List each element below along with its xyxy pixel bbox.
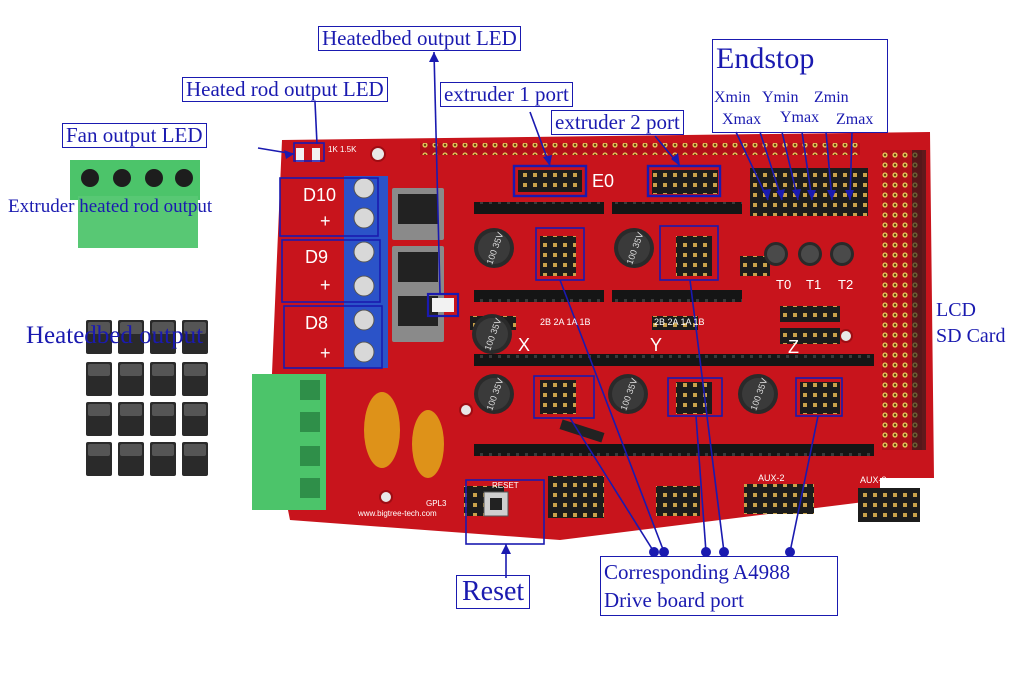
silk-motor-pins-x: 2B 2A 1A 1B — [540, 317, 591, 327]
jumper-cap-top — [120, 364, 142, 376]
driver-sockets — [474, 202, 874, 456]
silk-d8: D8 — [305, 313, 329, 333]
jumper-cap-top — [120, 322, 142, 334]
silk-axis-z: Z — [788, 337, 799, 357]
silk-d10-plus: + — [320, 211, 331, 231]
jumper-cap-top — [184, 404, 206, 416]
reset-label: Reset — [456, 575, 531, 609]
loose-jumpers — [86, 320, 208, 476]
loose-green-terminal — [70, 160, 200, 248]
sd-card-label: SD Card — [936, 325, 1006, 347]
silk-aux2: AUX-2 — [758, 473, 785, 483]
jumper-cap-top — [88, 444, 110, 456]
endstop-box — [712, 39, 888, 133]
jumper-cap-top — [152, 444, 174, 456]
extruder2-header — [652, 170, 718, 194]
heated-rod-led-label: Heated rod output LED — [182, 77, 388, 102]
jumper-cap-top — [88, 322, 110, 334]
silk-d9-plus: + — [320, 275, 331, 295]
a4988-box — [600, 556, 838, 616]
status-leds — [296, 148, 454, 312]
endstop-xmax: Xmax — [722, 111, 762, 128]
endstop-ymax: Ymax — [780, 109, 820, 126]
leader-arrowheads — [284, 52, 854, 557]
silk-e0: E0 — [592, 171, 615, 191]
jumper-cap-top — [184, 322, 206, 334]
leader-lines — [257, 51, 853, 578]
silk-d8-plus: + — [320, 343, 331, 363]
fan-led-label: Fan output LED — [62, 123, 207, 148]
silk-gpl: GPL3 — [426, 499, 447, 508]
endstop-zmax: Zmax — [836, 111, 874, 128]
silk-d10: D10 — [303, 185, 337, 205]
green-power-terminal — [252, 374, 326, 510]
endstop-xmin: Xmin — [714, 89, 751, 106]
annotation-boxes — [279, 142, 843, 545]
extruder1-header — [518, 170, 582, 192]
extruder2-port-label: extruder 2 port — [551, 110, 684, 135]
jumper-cap-top — [152, 364, 174, 376]
diode — [559, 419, 605, 443]
a4988-label-line1: Corresponding A4988 — [604, 560, 791, 584]
endstop-title: Endstop — [716, 42, 815, 75]
polyfuses — [364, 392, 444, 478]
jumper-cap-top — [120, 444, 142, 456]
right-outer-header — [912, 150, 926, 450]
top-pin-row — [420, 143, 860, 155]
silk-website: www.bigtree-tech.com — [358, 509, 437, 518]
silk-reset: RESET — [492, 481, 519, 490]
silk-aux3: AUX-3 — [860, 475, 887, 485]
silk-t1: T1 — [806, 277, 822, 292]
reset-button-graphic — [483, 491, 509, 517]
mosfets — [392, 188, 444, 342]
silk-led-values: 1K 1.5K — [328, 145, 357, 154]
heatedbed-led-label: Heatedbed output LED — [318, 26, 521, 51]
jumper-cap-top — [184, 364, 206, 376]
silk-t2: T2 — [838, 277, 854, 292]
extruder1-port-label: extruder 1 port — [440, 82, 573, 107]
heatedbed-output-label: Heatedbed output — [26, 322, 204, 349]
silk-motor-pins-y: 2B 2A 1A 1B — [654, 317, 705, 327]
jumper-cap-top — [184, 444, 206, 456]
silk-d9: D9 — [305, 247, 329, 267]
jumper-cap-top — [88, 364, 110, 376]
jumper-cap-top — [120, 404, 142, 416]
jumper-cap-top — [152, 322, 174, 334]
a4988-label-line2: Drive board port — [604, 588, 744, 612]
endstop-zmin: Zmin — [814, 89, 849, 106]
lcd-label: LCD — [936, 299, 976, 321]
extruder-heated-rod-output-label: Extruder heated rod output — [8, 196, 213, 217]
silk-axis-y: Y — [650, 335, 663, 355]
endstop-ymin: Ymin — [762, 89, 799, 106]
jumper-cap-top — [88, 404, 110, 416]
jumper-cap-top — [152, 404, 174, 416]
silk-t0: T0 — [776, 277, 792, 292]
capacitors: 100 35V 100 35V 100 35V 100 35V 100 35V … — [472, 228, 854, 414]
silk-axis-x: X — [518, 335, 531, 355]
